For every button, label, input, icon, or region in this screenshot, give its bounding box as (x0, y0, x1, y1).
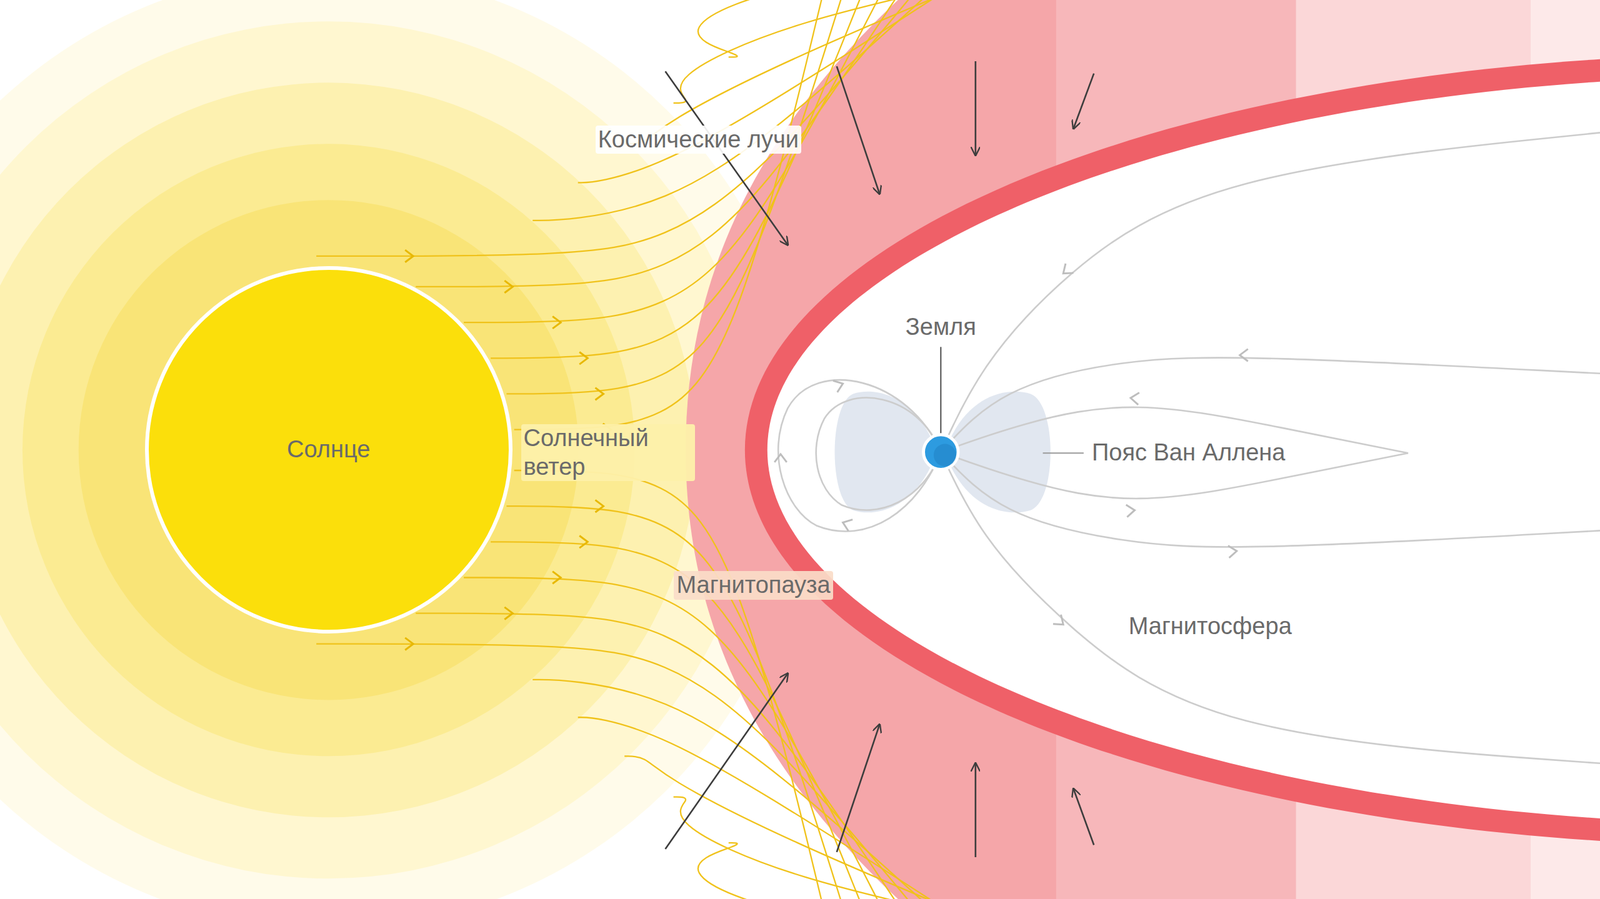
flow-chevron (504, 607, 513, 620)
solar-wind-line (316, 644, 933, 899)
flow-chevron (1130, 391, 1140, 405)
flow-chevron (579, 536, 588, 549)
earth-label: Земля (905, 313, 977, 342)
flow-chevron (579, 352, 588, 365)
solar-wind-line (463, 0, 894, 323)
dipole-field-line (778, 380, 941, 532)
solar-wind-line (698, 843, 1052, 899)
flow-chevron (1059, 263, 1074, 279)
sun-glow (0, 0, 809, 899)
cosmic-rays-label: Космические лучи (595, 125, 802, 155)
solar-wind-line (415, 0, 915, 287)
flow-chevron (552, 571, 561, 585)
sun-label: Солнце (286, 435, 370, 465)
flow-chevron (1228, 545, 1238, 559)
solar-wind-label: Солнечный ветер (521, 424, 695, 482)
flow-chevron (405, 638, 414, 651)
van-allen-label: Пояс Ван Аллена (1089, 438, 1289, 468)
tail-field-line (940, 452, 1600, 764)
earth (923, 346, 959, 470)
flow-chevron (1126, 504, 1136, 518)
earth-node: Земля (901, 311, 980, 344)
solar-wind-line (698, 0, 1052, 57)
flow-chevron (552, 316, 561, 329)
cosmic-ray-arrows (665, 61, 1094, 858)
flow-chevron (774, 454, 787, 463)
flow-chevron (595, 500, 604, 513)
magnetopause-label: Магнитопауза (673, 571, 833, 600)
solar-wind-line (532, 680, 954, 899)
magnetosphere-label: Магнитосфера (1126, 612, 1295, 642)
magnetopause-band (685, 0, 1600, 899)
solar-wind-line (673, 797, 1025, 899)
solar-wind-line (463, 577, 894, 899)
sun-circle: Солнце (145, 266, 513, 634)
magnetopause-boundary (745, 59, 1600, 842)
van-allen-belt (835, 391, 1084, 514)
flow-chevron (840, 516, 853, 532)
tail-field-line (940, 358, 1600, 453)
flow-chevron (405, 250, 414, 263)
solar-wind-line (490, 0, 872, 359)
solar-wind-line (415, 613, 915, 899)
flow-chevron (504, 280, 513, 294)
tail-field-line (940, 132, 1600, 452)
flow-chevron (1240, 349, 1249, 362)
flow-chevron (1053, 615, 1068, 630)
solar-wind-line (532, 0, 954, 221)
flow-chevron (833, 378, 845, 393)
flow-chevron (595, 388, 604, 401)
magnetic-field-lines (774, 132, 1600, 764)
solar-wind-line (578, 0, 977, 183)
solar-wind-line (578, 717, 977, 899)
solar-wind-line (490, 541, 872, 899)
